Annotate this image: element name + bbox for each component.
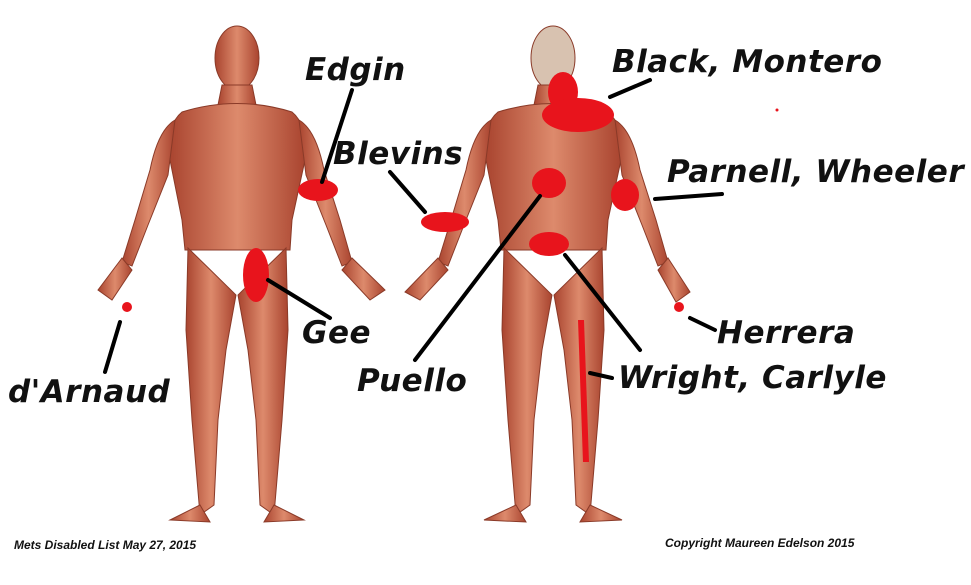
footer-title: Mets Disabled List May 27, 2015 bbox=[14, 538, 197, 552]
label-puello: Puello bbox=[357, 363, 468, 399]
injury-herrera-hand bbox=[674, 302, 684, 312]
label-blevins: Blevins bbox=[333, 136, 464, 172]
injury-marks bbox=[122, 72, 779, 462]
injury-puello-back bbox=[532, 168, 566, 198]
injury-upper-back bbox=[542, 98, 614, 132]
label-darnaud: d'Arnaud bbox=[8, 374, 171, 410]
injury-edgin-elbow bbox=[298, 179, 338, 201]
injury-gee-groin bbox=[243, 248, 269, 302]
back-body-figure bbox=[404, 25, 691, 523]
front-body-figure bbox=[97, 25, 386, 523]
injury-parnell-elbow bbox=[611, 179, 639, 211]
label-herrera: Herrera bbox=[717, 315, 856, 351]
label-wright-carlyle: Wright, Carlyle bbox=[618, 360, 887, 396]
injury-darnaud-hand bbox=[122, 302, 132, 312]
label-edgin: Edgin bbox=[305, 52, 406, 88]
injury-wright-lowback bbox=[529, 232, 569, 256]
injury-blevins-forearm bbox=[421, 212, 469, 232]
label-black-montero: Black, Montero bbox=[612, 44, 883, 80]
injury-dot bbox=[775, 108, 779, 112]
label-parnell-wheeler: Parnell, Wheeler bbox=[667, 154, 965, 190]
injury-carlyle-hamstring bbox=[578, 320, 589, 462]
footer-copyright: Copyright Maureen Edelson 2015 bbox=[665, 536, 855, 550]
leader-lines bbox=[103, 78, 724, 380]
label-gee: Gee bbox=[302, 315, 371, 351]
